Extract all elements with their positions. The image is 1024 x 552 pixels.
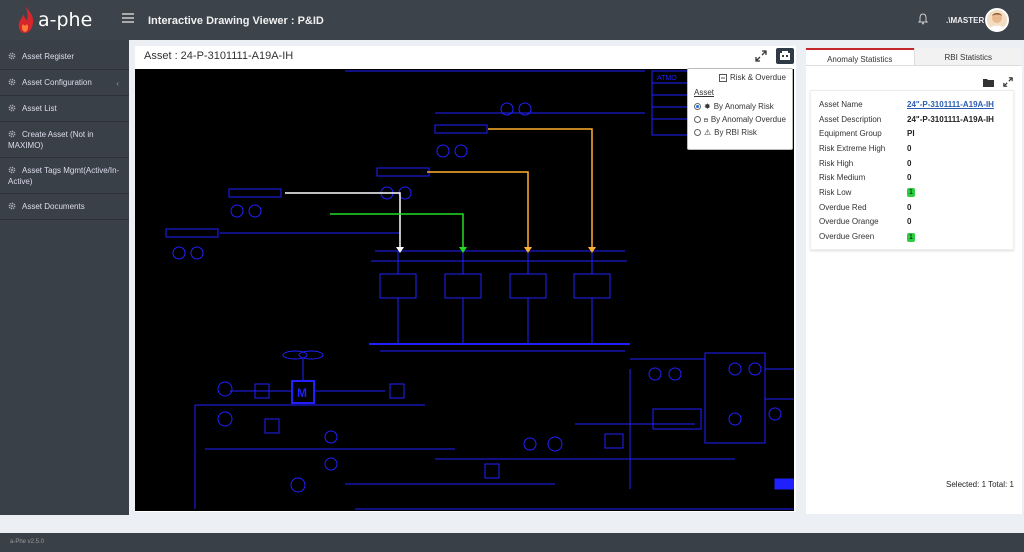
stat-row: Risk Low 1	[819, 185, 1005, 200]
flame-logo-icon	[18, 6, 34, 33]
gear-icon	[8, 52, 16, 60]
gear-icon	[8, 104, 16, 112]
tab-rbi-statistics[interactable]: RBI Statistics	[913, 48, 1022, 65]
stat-label: Risk Extreme High	[819, 143, 886, 153]
anomaly-statistics-table: Asset Name 24"-P-3101111-A19A-IH Asset De…	[810, 90, 1014, 250]
stat-label: Overdue Red	[819, 202, 867, 212]
gear-icon	[8, 130, 16, 138]
option-by-anomaly-overdue[interactable]: By Anomaly Overdue	[694, 115, 786, 124]
selection-count: Selected: 1 Total: 1	[946, 480, 1014, 489]
sidebar-item-label: Asset Tags Mgmt(Active/In-Active)	[8, 166, 120, 186]
stat-label: Risk Low	[819, 187, 852, 197]
risk-overdue-popup: Risk & Overdue Asset ✸ By Anomaly Risk B…	[687, 68, 793, 150]
gear-icon	[8, 166, 16, 174]
pid-drawing-canvas[interactable]: ATMO M	[135, 69, 794, 511]
popup-section-label: Asset	[694, 88, 715, 97]
sidebar-item-label: Asset Register	[22, 52, 75, 61]
option-label: By Anomaly Risk	[713, 102, 774, 111]
sidebar-item-asset-register[interactable]: Asset Register	[0, 40, 129, 70]
stat-row: Risk Extreme High 0	[819, 141, 1005, 156]
top-bar: a-phe Interactive Drawing Viewer : P&ID …	[0, 0, 1024, 40]
chevron-left-icon: ‹	[116, 79, 119, 88]
stat-row: Asset Name 24"-P-3101111-A19A-IH	[819, 97, 1005, 112]
page-title: Interactive Drawing Viewer : P&ID	[148, 15, 324, 27]
user-avatar[interactable]	[985, 8, 1009, 32]
user-name[interactable]: .\MASTER	[946, 16, 985, 25]
layers-icon	[780, 51, 790, 60]
statistics-panel: Anomaly Statistics RBI Statistics Asset …	[806, 48, 1022, 514]
drawing-viewer-panel: Asset : 24-P-3101111-A19A-IH	[135, 46, 796, 512]
option-by-anomaly-risk[interactable]: ✸ By Anomaly Risk	[694, 102, 786, 111]
person-icon	[989, 13, 1005, 30]
asset-title: Asset : 24-P-3101111-A19A-IH	[144, 50, 294, 62]
gear-icon	[8, 202, 16, 210]
radio[interactable]	[694, 116, 701, 123]
brand-logo[interactable]: a-phe	[16, 3, 92, 37]
footer-version: a-Phe v2.5.0	[0, 533, 1024, 552]
sidebar-item-label: Create Asset (Not in MAXIMO)	[8, 130, 94, 150]
stat-label: Asset Name	[819, 99, 863, 109]
stat-label: Risk Medium	[819, 173, 866, 183]
overdue-green-badge[interactable]: 1	[907, 232, 915, 242]
statistics-tabs: Anomaly Statistics RBI Statistics	[806, 48, 1022, 66]
expand-icon[interactable]	[755, 50, 767, 62]
risk-high-value: 0	[907, 158, 912, 168]
calendar-icon	[704, 118, 708, 122]
radio[interactable]	[694, 129, 701, 136]
sidebar-item-asset-documents[interactable]: Asset Documents	[0, 194, 129, 220]
risk-low-badge[interactable]: 1	[907, 188, 915, 198]
stat-label: Overdue Orange	[819, 217, 879, 227]
equipment-group-value: PI	[907, 129, 915, 139]
sidebar: Asset Register Asset Configuration ‹ Ass…	[0, 40, 129, 515]
layers-toggle-button[interactable]	[776, 48, 794, 64]
sidebar-item-label: Asset Configuration	[22, 78, 92, 87]
stat-row: Asset Description 24"-P-3101111-A19A-IH	[819, 112, 1005, 127]
popup-header: Risk & Overdue	[729, 73, 786, 82]
burst-icon: ✸	[704, 102, 711, 111]
bell-icon[interactable]	[918, 13, 928, 25]
risk-medium-value: 0	[907, 173, 912, 183]
tab-anomaly-statistics[interactable]: Anomaly Statistics	[806, 48, 914, 65]
drawing-title-block-text: ATMO	[657, 75, 677, 82]
option-label: By RBI Risk	[714, 128, 757, 137]
stat-row: Equipment Group PI	[819, 126, 1005, 141]
radio-selected[interactable]	[694, 103, 701, 110]
sidebar-item-label: Asset Documents	[22, 202, 85, 211]
asset-description-value: 24"-P-3101111-A19A-IH	[907, 114, 994, 124]
option-label: By Anomaly Overdue	[710, 115, 786, 124]
overdue-red-value: 0	[907, 202, 912, 212]
stat-row: Risk High 0	[819, 156, 1005, 171]
risk-extreme-value: 0	[907, 143, 912, 153]
stat-label: Overdue Green	[819, 232, 875, 242]
stat-row: Overdue Red 0	[819, 200, 1005, 215]
gear-icon	[8, 78, 16, 86]
sidebar-item-label: Asset List	[22, 104, 57, 113]
brand-name: a-phe	[38, 9, 93, 31]
sidebar-item-asset-tags-mgmt[interactable]: Asset Tags Mgmt(Active/In-Active)	[0, 158, 129, 194]
overdue-orange-value: 0	[907, 217, 912, 227]
stat-label: Equipment Group	[819, 129, 882, 139]
option-by-rbi-risk[interactable]: ⚠ By RBI Risk	[694, 128, 786, 137]
folder-icon[interactable]	[983, 78, 994, 87]
warning-icon: ⚠	[704, 128, 712, 137]
sidebar-item-create-asset[interactable]: Create Asset (Not in MAXIMO)	[0, 122, 129, 158]
sidebar-item-asset-list[interactable]: Asset List	[0, 96, 129, 122]
motor-symbol-label: M	[297, 386, 307, 400]
menu-toggle-icon[interactable]	[122, 13, 134, 23]
stat-row: Overdue Orange 0	[819, 215, 1005, 230]
asset-name-link[interactable]: 24"-P-3101111-A19A-IH	[907, 99, 994, 109]
expand-icon[interactable]	[1003, 77, 1013, 87]
collapse-icon[interactable]	[718, 73, 727, 82]
stat-label: Asset Description	[819, 114, 882, 124]
stat-row: Overdue Green 1	[819, 229, 1005, 244]
sidebar-item-asset-configuration[interactable]: Asset Configuration ‹	[0, 70, 129, 96]
stat-row: Risk Medium 0	[819, 170, 1005, 185]
stat-label: Risk High	[819, 158, 854, 168]
